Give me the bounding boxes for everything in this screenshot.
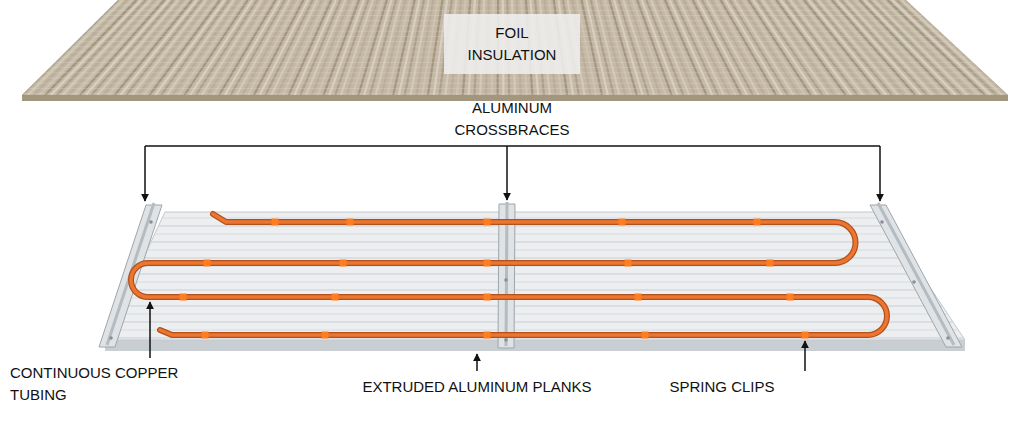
part-label: EXTRUDED ALUMINUM PLANKS	[362, 376, 591, 398]
plank-lines	[106, 218, 964, 338]
leader-line	[144, 146, 146, 201]
spring-clips	[180, 219, 809, 339]
copper-tube-shadow	[131, 214, 887, 335]
crossbrace-fin	[878, 203, 954, 345]
leader-line	[804, 341, 806, 371]
plank-seam	[113, 322, 953, 323]
weave-stripe	[595, 0, 619, 95]
spring-clip	[332, 294, 339, 301]
insulation-weave	[0, 0, 1024, 95]
plank-seam	[147, 250, 905, 251]
insulation-sheet	[0, 0, 1024, 101]
plank-seam	[162, 218, 884, 219]
spring-clip	[322, 332, 329, 339]
weave-stripe	[901, 0, 1002, 95]
plank-seam	[110, 330, 959, 331]
panel-front	[105, 340, 965, 351]
plank-seam	[151, 242, 900, 243]
bolt-hole	[504, 278, 508, 282]
weave-stripe	[312, 0, 350, 95]
insulation-top	[22, 0, 1008, 95]
weave-stripe	[758, 0, 823, 95]
weave-stripe	[370, 0, 396, 95]
leader-line	[879, 146, 881, 201]
part-label: SPRING CLIPS	[669, 376, 774, 398]
plank-seam	[132, 282, 926, 283]
leader-line	[149, 302, 151, 358]
spring-clip	[340, 260, 347, 267]
weave-thread	[0, 78, 1024, 79]
weave-stripe	[906, 0, 1008, 95]
weave-thread	[0, 88, 1024, 89]
spring-clip	[754, 219, 761, 226]
spring-clip	[787, 294, 794, 301]
panel-top	[105, 212, 965, 340]
spring-clip	[635, 294, 642, 301]
bolt-hole	[946, 336, 950, 340]
weave-stripe	[702, 0, 753, 95]
spring-clip	[625, 260, 632, 267]
plank-seam	[121, 306, 942, 307]
weave-stripe	[231, 0, 285, 95]
copper-tube	[131, 214, 887, 335]
weave-stripe	[399, 0, 419, 95]
part-label: ALUMINUM CROSSBRACES	[437, 97, 587, 141]
plank-seam	[136, 274, 921, 275]
plank-seam	[155, 234, 895, 235]
weave-thread	[0, 83, 1024, 84]
leader-line	[476, 354, 478, 371]
leader-line	[145, 145, 880, 147]
panel	[105, 212, 965, 351]
plank-seam	[158, 226, 889, 227]
bolt-hole	[504, 338, 508, 342]
weave-stripe	[591, 0, 614, 95]
spring-clip	[202, 332, 209, 339]
plank-seam	[128, 290, 931, 291]
spring-clip	[642, 332, 649, 339]
weave-stripe	[155, 0, 224, 95]
spring-clip	[484, 332, 491, 339]
plank-seam	[143, 258, 910, 259]
weave-stripe	[237, 0, 290, 95]
weave-stripe	[883, 0, 979, 95]
plank-seam	[117, 314, 948, 315]
weave-thread	[0, 93, 1024, 94]
spring-clip	[767, 260, 774, 267]
spring-clip	[272, 219, 279, 226]
weave-stripe	[646, 0, 683, 95]
spring-clip	[484, 294, 491, 301]
spring-clip	[484, 219, 491, 226]
weave-stripe	[318, 0, 355, 95]
crossbraces	[99, 202, 962, 348]
bolt-hole	[912, 280, 916, 284]
part-label: CONTINUOUS COPPER TUBING	[10, 362, 200, 406]
part-label: FOIL INSULATION	[444, 14, 580, 74]
spring-clip	[347, 219, 354, 226]
weave-stripe	[897, 0, 997, 95]
spring-clip	[802, 332, 809, 339]
weave-stripe	[150, 0, 220, 95]
bolt-hole	[880, 220, 884, 224]
weave-stripe	[393, 0, 414, 95]
weave-stripe	[878, 0, 973, 95]
spring-clip	[204, 260, 211, 267]
bolt-hole	[109, 336, 113, 340]
bolt-hole	[149, 220, 153, 224]
weave-stripe	[892, 0, 991, 95]
leader-lines	[145, 146, 880, 371]
spring-clip	[180, 294, 187, 301]
weave-stripe	[887, 0, 984, 95]
leader-line	[506, 146, 508, 200]
spring-clip	[484, 260, 491, 267]
spring-clip	[619, 219, 626, 226]
weave-thread	[0, 10, 1024, 11]
weave-thread	[0, 5, 1024, 6]
